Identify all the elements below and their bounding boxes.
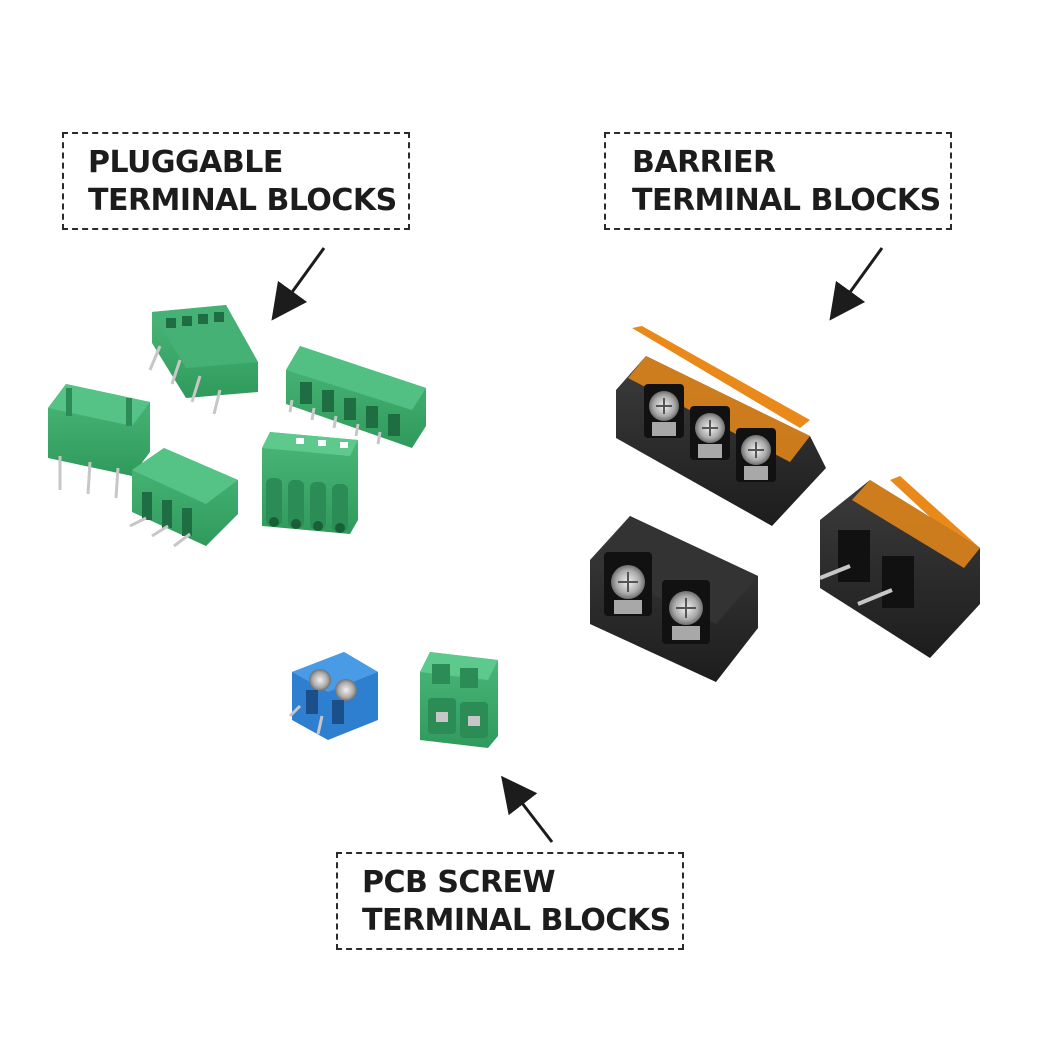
barrier-block-two-way-back [819, 476, 980, 658]
pluggable-block-top [148, 305, 258, 415]
arrow-pcb-screw [501, 775, 554, 843]
arrow-pluggable [271, 247, 326, 321]
pluggable-block-bottom-right [262, 432, 358, 534]
pluggable-label-box [62, 132, 410, 230]
pluggable-block-left [48, 384, 150, 499]
barrier-block-two-way-front [590, 516, 758, 682]
barrier-block-three-way [616, 326, 826, 526]
pluggable-label-line1: PLUGGABLE [88, 145, 283, 180]
pcb-screw-label-line1: PCB SCREW [362, 865, 556, 900]
pluggable-label-line2: TERMINAL BLOCKS [88, 183, 397, 218]
pluggable-block-bottom-left [129, 448, 238, 548]
pcb-screw-block-blue [288, 652, 378, 740]
pcb-screw-block-green [420, 652, 498, 748]
pcb-screw-label-box [336, 852, 684, 950]
barrier-label-line2: TERMINAL BLOCKS [632, 183, 941, 218]
barrier-label-box [604, 132, 952, 230]
arrow-barrier [829, 247, 884, 321]
pluggable-block-right [286, 346, 426, 448]
pcb-screw-label-line2: TERMINAL BLOCKS [362, 903, 671, 938]
barrier-label-line1: BARRIER [632, 145, 776, 180]
